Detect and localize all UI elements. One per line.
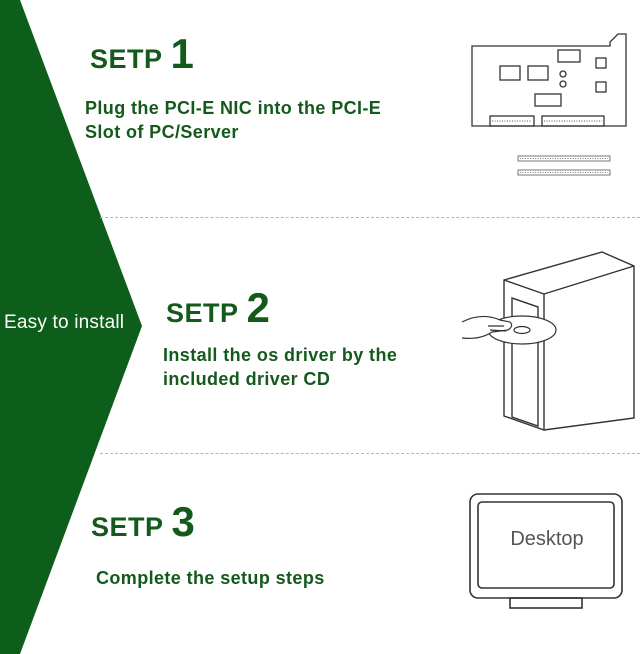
monitor-container: Desktop — [468, 492, 626, 614]
step-2-title: SETP 2 — [166, 284, 270, 332]
step-3-desc-line-1: Complete the setup steps — [96, 568, 325, 588]
step-2-word: SETP — [166, 298, 239, 328]
step-3-description: Complete the setup steps — [96, 566, 325, 590]
monitor-icon — [469, 493, 623, 609]
step-1-title: SETP 1 — [90, 30, 194, 78]
step-1-number: 1 — [170, 30, 194, 77]
easy-to-install-label: Easy to install — [4, 312, 125, 333]
step-2-desc-line-2: included driver CD — [163, 369, 331, 389]
step-1-word: SETP — [90, 44, 163, 74]
step-2-description: Install the os driver by the included dr… — [163, 343, 397, 391]
step-3-word: SETP — [91, 512, 164, 542]
monitor-desktop-label: Desktop — [510, 528, 584, 550]
pc-tower-cd-icon — [461, 251, 635, 431]
step-2-desc-line-1: Install the os driver by the — [163, 345, 398, 365]
step-2-number: 2 — [246, 284, 270, 331]
step-1-desc-line-1: Plug the PCI-E NIC into the PCI-E — [85, 98, 382, 118]
step-1-desc-line-2: Slot of PC/Server — [85, 122, 239, 142]
step-3-title: SETP 3 — [91, 498, 195, 546]
divider-2 — [100, 453, 640, 454]
step-1-description: Plug the PCI-E NIC into the PCI-E Slot o… — [85, 96, 381, 144]
step-3-number: 3 — [171, 498, 195, 545]
divider-1 — [100, 217, 640, 218]
pci-e-card-icon — [471, 33, 627, 176]
